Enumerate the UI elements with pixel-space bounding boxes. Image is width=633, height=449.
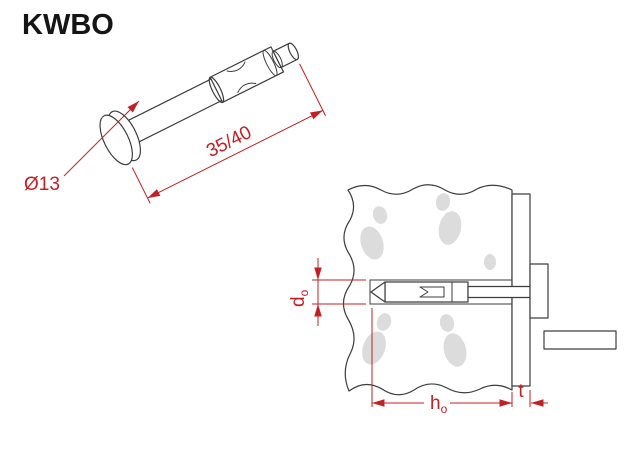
extension-line: [299, 63, 326, 116]
leader-line: [63, 100, 140, 177]
dimension-line: [147, 109, 324, 199]
attached-bar: [543, 330, 617, 350]
sleeve-edge: [208, 76, 225, 104]
cap-face: [99, 114, 133, 166]
anchorage-depth-dimension: ho: [371, 308, 513, 416]
anchor-section: [370, 263, 549, 319]
hole-diameter-label: do: [288, 289, 311, 307]
cone-tip: [370, 281, 386, 303]
drilled-hole: [369, 279, 513, 305]
extension-line: [131, 167, 151, 204]
expansion-slot-top: [226, 61, 246, 72]
length-dimension-label: 35/40: [203, 122, 255, 162]
tip-end: [287, 42, 300, 61]
sleeve-ring: [262, 49, 278, 77]
expansion-slot-bottom: [237, 82, 257, 93]
diameter-dimension-label: Ø13: [24, 174, 60, 195]
fixture-thickness-label: t: [518, 381, 524, 402]
anchor-3d-view: [99, 42, 300, 166]
diameter-dimension: Ø13: [24, 100, 140, 195]
hole-diameter-dimension: do: [288, 258, 366, 326]
anchorage-depth-label: ho: [430, 393, 448, 416]
sleeve-section: [384, 281, 469, 303]
installation-section-view: do ho t: [288, 184, 617, 416]
page-title: KWBO: [22, 9, 114, 41]
concrete-texture-blobs: [360, 193, 496, 367]
sleeve-tab: [419, 286, 445, 298]
cap-head-section: [529, 263, 549, 319]
wall-outline: [342, 184, 513, 396]
bolt-shaft-section: [467, 285, 531, 299]
tip-edge: [271, 50, 283, 69]
fixture-thickness-dimension: t: [518, 381, 548, 407]
